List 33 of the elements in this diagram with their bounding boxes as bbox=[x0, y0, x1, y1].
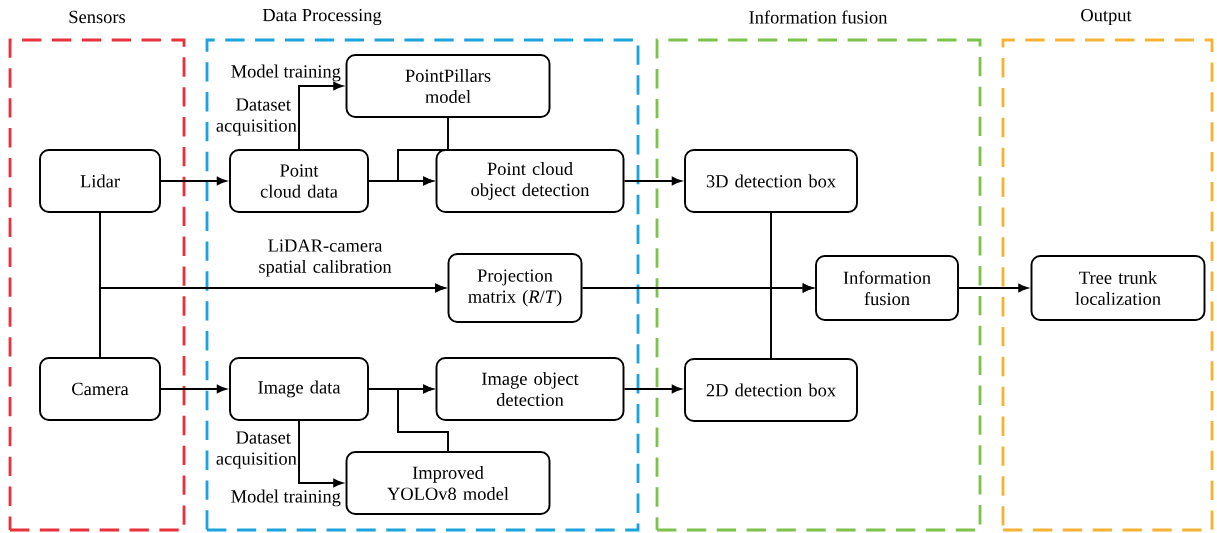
arrow bbox=[160, 176, 227, 186]
step-label: Dataset acquisition bbox=[216, 98, 297, 136]
arrow bbox=[623, 384, 682, 394]
group-heading: Output bbox=[1081, 8, 1132, 26]
process-box: Camera bbox=[39, 357, 161, 421]
step-label: Model training bbox=[231, 64, 341, 82]
arrow bbox=[160, 384, 227, 394]
process-box: Point cloud object detection bbox=[435, 149, 625, 213]
arrow bbox=[99, 283, 445, 358]
arrow bbox=[298, 420, 343, 488]
arrow bbox=[623, 176, 682, 186]
process-box: Image object detection bbox=[435, 357, 625, 421]
process-box: Image data bbox=[229, 357, 369, 421]
edge-label: LiDAR-camera spatial calibration bbox=[259, 239, 392, 277]
process-box: Lidar bbox=[39, 149, 161, 213]
group-heading: Data Processing bbox=[262, 8, 382, 26]
process-box: 3D detection box bbox=[684, 149, 858, 213]
process-box: 2D detection box bbox=[684, 358, 858, 422]
process-box: Improved YOLOv8 model bbox=[345, 451, 551, 515]
process-box: PointPillars model bbox=[345, 54, 551, 118]
arrow bbox=[770, 283, 813, 359]
process-box: Projection matrix (R/T) bbox=[447, 253, 583, 323]
process-box: Information fusion bbox=[815, 255, 959, 321]
arrow bbox=[298, 81, 343, 150]
arrow bbox=[958, 283, 1028, 293]
process-box: Tree trunk localization bbox=[1030, 255, 1206, 321]
group-heading: Information fusion bbox=[749, 10, 888, 24]
process-box: Point cloud data bbox=[229, 149, 369, 213]
step-label: Dataset acquisition bbox=[216, 431, 297, 469]
step-label: Model training bbox=[231, 489, 341, 507]
group-heading: Sensors bbox=[69, 10, 126, 24]
arrow bbox=[397, 384, 449, 452]
arrow bbox=[397, 117, 449, 186]
